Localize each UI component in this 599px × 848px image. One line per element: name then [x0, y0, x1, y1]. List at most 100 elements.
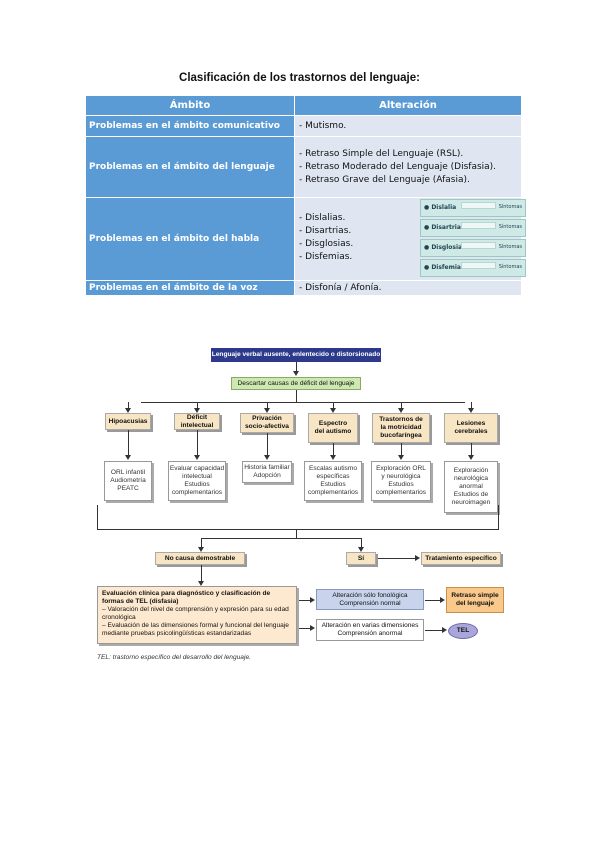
- tel-ellipse: TEL: [448, 623, 478, 639]
- connector: [201, 538, 202, 549]
- arrow: [330, 408, 336, 413]
- arrow: [264, 455, 270, 460]
- result-box: Evaluar capacidad intelectual Estudios c…: [168, 461, 226, 501]
- connector: [471, 443, 472, 455]
- mini-card-disfemia: ● Disfemia Síntomas: [420, 259, 526, 277]
- arrow: [264, 408, 270, 413]
- connector: [97, 505, 98, 529]
- connector: [401, 402, 402, 410]
- mini-card-disglosia: ● Disglosia Síntomas: [420, 239, 526, 257]
- alteracion-item: - Disfemias.: [299, 252, 353, 262]
- connector: [201, 538, 362, 539]
- alteracion-cell: - Mutismo.: [294, 115, 522, 137]
- connector: [141, 402, 465, 403]
- connector: [299, 628, 311, 629]
- connector: [128, 402, 129, 410]
- arrow: [468, 408, 474, 413]
- mini-card-side: Síntomas: [498, 204, 522, 210]
- mini-card-side: Síntomas: [498, 244, 522, 250]
- mini-card-disartria: ● Disartria Síntomas: [420, 219, 526, 237]
- evaluation-item: – Valoración del nivel de comprensión y …: [102, 605, 289, 621]
- document-title: Clasificación de los trastornos del leng…: [179, 72, 420, 84]
- arrow: [198, 581, 204, 586]
- mini-card-title: ● Disglosia: [424, 244, 463, 251]
- arrow: [398, 408, 404, 413]
- connector: [267, 433, 268, 455]
- phonological-box: Alteración sólo fonológica Comprensión n…: [316, 589, 424, 610]
- arrow: [310, 597, 315, 603]
- mini-card-title: ● Disfemia: [424, 264, 461, 271]
- arrow: [125, 455, 131, 460]
- arrow: [293, 371, 299, 376]
- connector: [296, 390, 297, 402]
- alteracion-cell: - Retraso Simple del Lenguaje (RSL). - R…: [294, 136, 522, 198]
- alteracion-item: - Mutismo.: [299, 120, 347, 131]
- mini-card-side: Síntomas: [498, 264, 522, 270]
- result-box: Escalas autismo específicas Estudios com…: [304, 461, 362, 501]
- arrow: [415, 555, 420, 561]
- category-box: Hipoacusias: [105, 413, 151, 430]
- column-header-alteracion: Alteración: [294, 95, 522, 116]
- flow-top-box: Lenguaje verbal ausente, enlentecido o d…: [211, 348, 381, 362]
- result-box: Exploración ORL y neurológica Estudios c…: [371, 461, 431, 501]
- connector: [361, 538, 362, 549]
- category-box: Espectro del autismo: [308, 413, 358, 443]
- flowchart-caption: TEL: trastorno específico del desarrollo…: [97, 654, 251, 661]
- specific-treatment-box: Tratamiento específico: [421, 552, 501, 565]
- connector: [201, 565, 202, 582]
- alteracion-item: - Retraso Grave del Lenguaje (Afasia).: [299, 174, 470, 185]
- mini-card-dislalia: ● Dislalia Síntomas: [420, 199, 526, 217]
- table-row: Problemas en el ámbito del habla - Disla…: [85, 197, 526, 281]
- arrow: [442, 627, 447, 633]
- connector: [299, 600, 311, 601]
- table-row: Problemas en el ámbito comunicativo - Mu…: [85, 115, 522, 137]
- arrow: [440, 597, 445, 603]
- connector: [296, 529, 297, 538]
- mini-card-side: Síntomas: [498, 224, 522, 230]
- discard-box: Descartar causas de déficit del lenguaje: [231, 377, 361, 390]
- connector: [425, 630, 443, 631]
- connector: [197, 430, 198, 455]
- mini-card-field: [461, 262, 496, 269]
- alteracion-cell: - Disfonía / Afonía.: [294, 280, 522, 296]
- arrow: [198, 547, 204, 552]
- connector: [498, 505, 499, 529]
- result-box: ORL infantil Audiometría PEATC: [104, 461, 152, 501]
- yes-box: Sí: [346, 552, 376, 565]
- mini-card-title: ● Disartria: [424, 224, 461, 231]
- column-header-ambito: Ámbito: [85, 95, 295, 116]
- arrow: [194, 408, 200, 413]
- ambito-cell: Problemas en el ámbito del lenguaje: [85, 136, 295, 198]
- category-box: Privación socio-afectiva: [240, 413, 294, 433]
- no-cause-box: No causa demostrable: [155, 552, 245, 565]
- result-box: Historia familiar Adopción: [242, 461, 292, 483]
- connector: [425, 600, 441, 601]
- arrow: [398, 455, 404, 460]
- category-box: Trastornos de la motricidad bucofaríngea: [372, 413, 430, 443]
- alteracion-item: - Disartrias.: [299, 226, 352, 236]
- ambito-cell: Problemas en el ámbito de la voz: [85, 280, 295, 296]
- simple-delay-box: Retraso simple del lenguaje: [446, 587, 504, 613]
- ambito-cell: Problemas en el ámbito del habla: [85, 197, 295, 281]
- connector: [378, 558, 416, 559]
- alteracion-cell: - Dislalias. - Disartrias. - Disglosias.…: [294, 197, 526, 281]
- evaluation-box: Evaluación clínica para diagnóstico y cl…: [97, 586, 297, 644]
- ambito-cell: Problemas en el ámbito comunicativo: [85, 115, 295, 137]
- alteracion-item: - Retraso Simple del Lenguaje (RSL).: [299, 148, 464, 159]
- multi-dimension-box: Alteración en varias dimensiones Compren…: [316, 619, 424, 641]
- mini-card-field: [461, 202, 496, 209]
- mini-card-title: ● Dislalia: [424, 204, 457, 211]
- connector: [267, 402, 268, 410]
- connector: [128, 430, 129, 455]
- mini-card-field: [461, 222, 496, 229]
- evaluation-item: – Evaluación de las dimensiones formal y…: [102, 621, 289, 637]
- classification-table: Ámbito Alteración Problemas en el ámbito…: [85, 95, 526, 296]
- arrow: [358, 547, 364, 552]
- connector: [401, 443, 402, 455]
- category-box: Lesiones cerebrales: [444, 413, 498, 443]
- arrow: [468, 455, 474, 460]
- table-header-row: Ámbito Alteración: [85, 95, 522, 116]
- alteracion-item: - Dislalias.: [299, 213, 346, 223]
- evaluation-title: Evaluación clínica para diagnóstico y cl…: [102, 590, 271, 605]
- table-row: Problemas en el ámbito del lenguaje - Re…: [85, 136, 522, 198]
